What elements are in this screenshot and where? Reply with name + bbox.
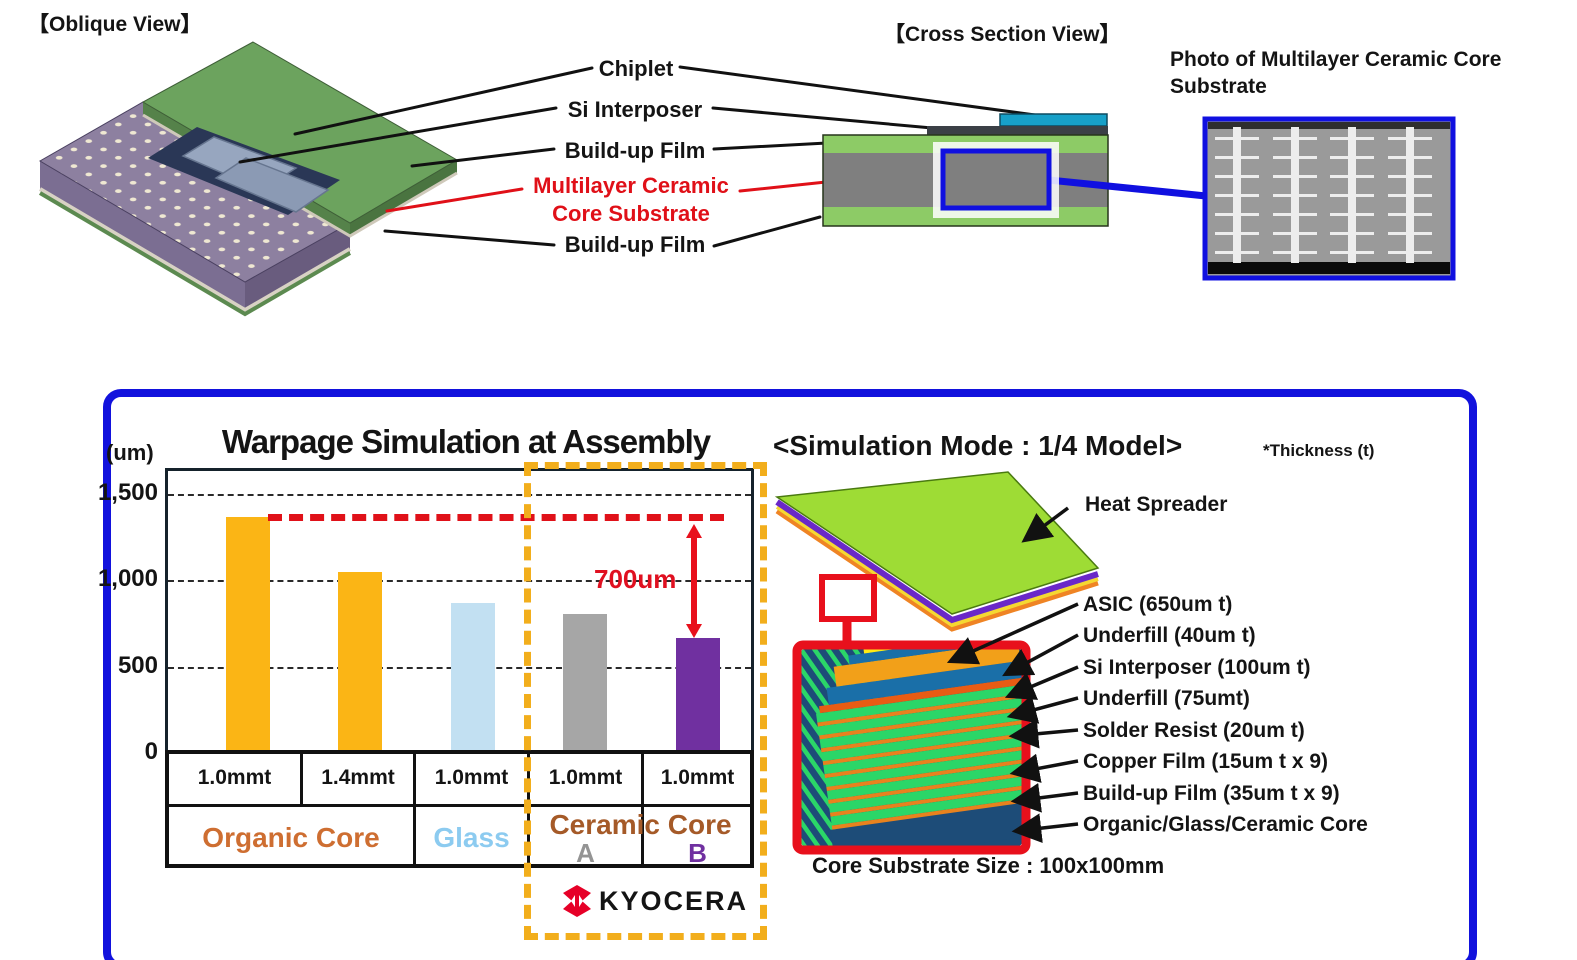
- ceramic-highlight-dotted-box: [524, 462, 767, 940]
- simulation-mode-title: <Simulation Mode : 1/4 Model>: [773, 430, 1183, 461]
- core-substrate-size: Core Substrate Size : 100x100mm: [812, 853, 1165, 878]
- kyocera-logo: KYOCERA: [562, 884, 748, 918]
- xs-buildup-top: [823, 135, 1108, 153]
- chiplet-die-2: [214, 157, 330, 213]
- sub-label-b: B: [688, 838, 707, 868]
- ceramic-core-photo: [1202, 116, 1456, 281]
- oblique-package-graphic: [38, 41, 458, 317]
- warpage-panel-frame: [103, 389, 1477, 960]
- chart-title: Warpage Simulation at Assembly: [221, 423, 711, 460]
- label-underfill-40: Underfill (40um t): [1083, 624, 1256, 647]
- label-buildup-film-top: Build-up Film: [564, 138, 706, 163]
- via-columns: [1215, 127, 1432, 263]
- chart-category-table: 1.0mmt 1.4mmt 1.0mmt 1.0mmt 1.0mmt Organ…: [165, 750, 754, 868]
- thickness-cell-4: 1.0mmt: [548, 766, 623, 789]
- thickness-cell-2: 1.4mmt: [321, 766, 395, 789]
- thickness-cell-1: 1.0mmt: [197, 766, 272, 789]
- label-asic: ASIC (650um t): [1083, 593, 1233, 616]
- kyocera-mark-icon: [563, 885, 591, 917]
- photo-title-line1: Photo of Multilayer Ceramic Core: [1170, 48, 1502, 71]
- bar-glass-1_0mmt: [451, 603, 495, 750]
- bar-ceramic-b: [676, 638, 720, 750]
- zoom-connector-line: [1048, 176, 1207, 200]
- y-tick-1500: 1,500: [97, 479, 158, 506]
- gridline-1500: [168, 494, 751, 496]
- kyocera-logo-text: KYOCERA: [599, 885, 749, 916]
- label-buildup-film-bottom: Build-up Film: [564, 232, 706, 257]
- y-axis-unit: (um): [106, 440, 154, 465]
- label-ceramic-core-line1: Multilayer Ceramic: [533, 173, 729, 198]
- xs-buildup-bottom: [823, 207, 1108, 226]
- table-divider: [300, 754, 303, 804]
- group-organic-core: Organic Core: [202, 822, 380, 853]
- oblique-view-title: 【Oblique View】: [28, 13, 202, 36]
- chiplet-die-1: [181, 136, 298, 191]
- cross-section-graphic: [822, 113, 1207, 227]
- zoom-highlight-rect: [940, 148, 1052, 211]
- label-buildup-film-9: Build-up Film (35um t x 9): [1083, 782, 1340, 805]
- gridline-1000: [168, 580, 751, 582]
- annotation-700um: 700um: [594, 564, 677, 594]
- y-tick-500: 500: [117, 652, 158, 679]
- thickness-cell-3: 1.0mmt: [434, 766, 509, 789]
- reference-dashed-line: [268, 514, 724, 521]
- sub-label-a: A: [576, 838, 595, 868]
- xs-ceramic-core: [823, 153, 1108, 207]
- bar-ceramic-a: [563, 614, 607, 750]
- photo-title-line2: Substrate: [1170, 75, 1267, 98]
- xs-si-interposer: [927, 126, 1108, 135]
- photo-title: Photo of Multilayer Ceramic Core Substra…: [1170, 46, 1560, 100]
- table-row-divider: [169, 804, 750, 807]
- label-heat-spreader: Heat Spreader: [1085, 493, 1228, 516]
- table-divider: [413, 754, 416, 865]
- thickness-note: *Thickness (t): [1263, 441, 1375, 460]
- group-ceramic-core: Ceramic Core: [549, 809, 732, 840]
- xs-chiplet: [999, 113, 1108, 127]
- cross-section-view-title: 【Cross Section View】: [884, 23, 1121, 46]
- label-solder-resist: Solder Resist (20um t): [1083, 719, 1305, 742]
- y-tick-1000: 1,000: [97, 565, 158, 592]
- label-si-interposer-100: Si Interposer (100um t): [1083, 656, 1311, 679]
- label-underfill-75: Underfill (75umt): [1083, 687, 1250, 710]
- bar-organic-1_4mmt: [338, 572, 382, 750]
- bar-organic-1_0mmt: [226, 517, 270, 750]
- group-glass: Glass: [433, 822, 510, 853]
- label-core: Organic/Glass/Ceramic Core: [1083, 813, 1368, 836]
- label-chiplet: Chiplet: [598, 56, 674, 81]
- label-ceramic-core-line2: Core Substrate: [552, 201, 710, 226]
- thickness-cell-5: 1.0mmt: [660, 766, 735, 789]
- label-copper-film: Copper Film (15um t x 9): [1083, 750, 1329, 773]
- table-divider: [641, 754, 644, 865]
- y-tick-0: 0: [144, 738, 158, 765]
- label-si-interposer: Si Interposer: [567, 97, 703, 122]
- cavity: [148, 127, 340, 215]
